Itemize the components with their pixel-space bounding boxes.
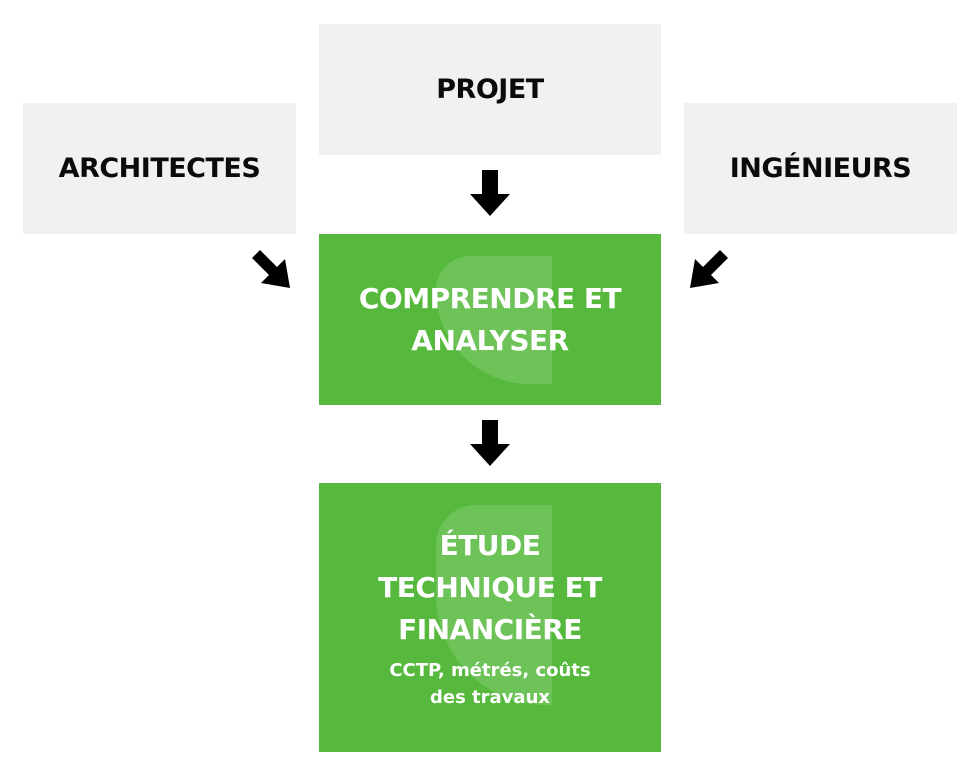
- node-projet: PROJET: [319, 24, 661, 155]
- node-etude-sub-line-1: CCTP, métrés, coûts: [389, 659, 591, 681]
- arrow-down-left-icon: [688, 250, 728, 290]
- node-etude-technique-financiere: ÉTUDE TECHNIQUE ET FINANCIÈRE CCTP, métr…: [319, 483, 661, 752]
- node-etude-line-3: FINANCIÈRE: [398, 612, 582, 646]
- node-comprendre-line-1: COMPRENDRE ET: [358, 281, 622, 315]
- node-comprendre-line-2: ANALYSER: [411, 323, 569, 357]
- arrow-down-icon: [470, 420, 510, 466]
- node-projet-label: PROJET: [436, 74, 544, 105]
- node-etude-line-2: TECHNIQUE ET: [378, 570, 602, 604]
- arrow-down-right-icon: [252, 250, 292, 290]
- node-ingenieurs: INGÉNIEURS: [684, 103, 957, 234]
- node-architectes-label: ARCHITECTES: [58, 153, 261, 184]
- node-ingenieurs-label: INGÉNIEURS: [729, 153, 912, 184]
- arrow-down-icon: [470, 170, 510, 216]
- node-architectes: ARCHITECTES: [23, 103, 296, 234]
- node-etude-sub-line-2: des travaux: [429, 686, 550, 708]
- node-etude-line-1: ÉTUDE: [439, 528, 541, 562]
- node-comprendre-analyser: COMPRENDRE ET ANALYSER: [319, 234, 661, 405]
